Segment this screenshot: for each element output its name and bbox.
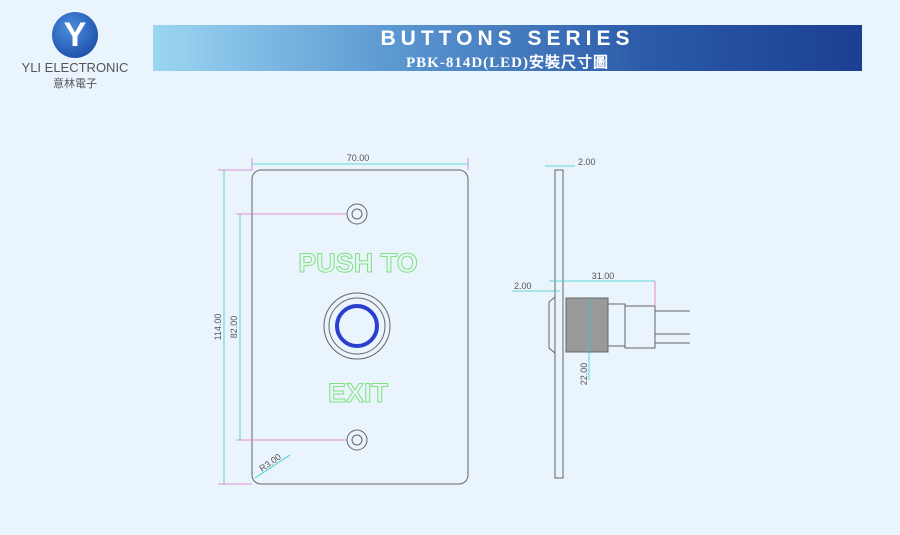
dim-width: 70.00 [347,153,370,163]
side-dimensions [512,165,656,380]
dim-plate-thickness: 2.00 [578,157,596,167]
company-logo: Y YLI ELECTRONIC 意林電子 [10,8,140,91]
dim-hole-spacing: 82.00 [229,316,239,339]
led-ring [335,304,379,348]
button-bezel-inner [328,297,386,355]
nut [607,303,626,347]
side-view [548,169,690,479]
company-name-zh: 意林電子 [53,78,97,90]
series-title: BUTTONS SERIES [380,27,635,50]
mount-hole-top-inner [351,208,363,220]
company-name-en: YLI ELECTRONIC [21,60,129,75]
exit-label: EXIT [328,378,389,408]
logo-mark: Y [52,12,98,58]
front-view: PUSH TO EXIT [251,169,469,485]
button-bezel [323,292,391,360]
title-banner: BUTTONS SERIES PBK-814D(LED)安裝尺寸圖 [153,25,862,71]
mount-hole-top [346,203,368,225]
drawing-title: PBK-814D(LED)安裝尺寸圖 [406,55,609,71]
dim-depth: 31.00 [592,271,615,281]
mount-hole-bottom [346,429,368,451]
side-plate [554,169,564,479]
thread-body [565,297,609,353]
side-bezel [548,295,556,355]
push-to-label: PUSH TO [298,248,418,278]
dim-height: 114.00 [213,314,223,341]
mount-hole-bottom-inner [351,434,363,446]
dim-bezel: 2.00 [514,281,532,291]
front-dimensions [218,158,469,485]
dim-diameter: 22.00 [579,363,589,386]
front-plate [251,169,469,485]
switch-body [624,305,656,349]
